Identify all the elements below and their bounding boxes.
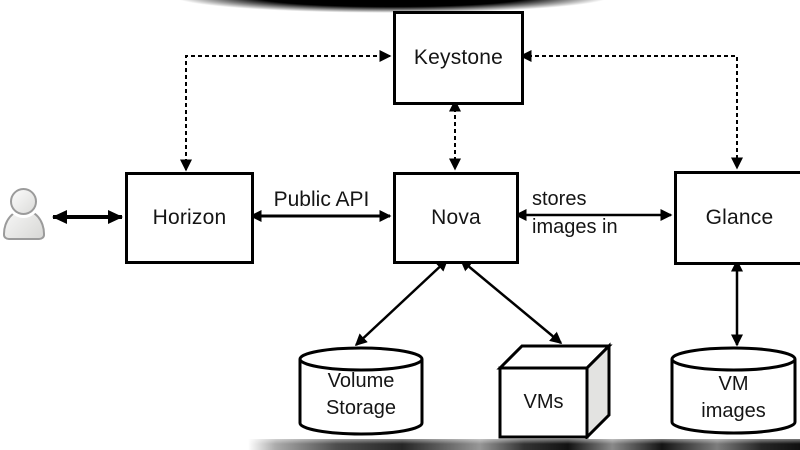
nova-node: Nova	[393, 172, 519, 264]
keystone-node: Keystone	[393, 11, 524, 105]
arrow-nova-vms	[459, 259, 563, 344]
horizon-label: Horizon	[152, 206, 227, 229]
horizon-node: Horizon	[125, 172, 254, 264]
arrow-glance-keystone	[519, 50, 743, 170]
vms-cube	[496, 342, 613, 441]
vm-images-cylinder	[670, 346, 797, 435]
arrow-horizon-keystone	[180, 50, 392, 172]
user-icon-head	[10, 188, 37, 215]
user-icon	[2, 186, 48, 240]
arrow-nova-volume-storage	[354, 258, 449, 347]
glance-label: Glance	[705, 206, 774, 229]
volume-storage-cylinder	[298, 346, 424, 436]
keystone-label: Keystone	[413, 46, 504, 69]
glance-node: Glance	[674, 171, 800, 265]
nova-label: Nova	[431, 206, 481, 229]
